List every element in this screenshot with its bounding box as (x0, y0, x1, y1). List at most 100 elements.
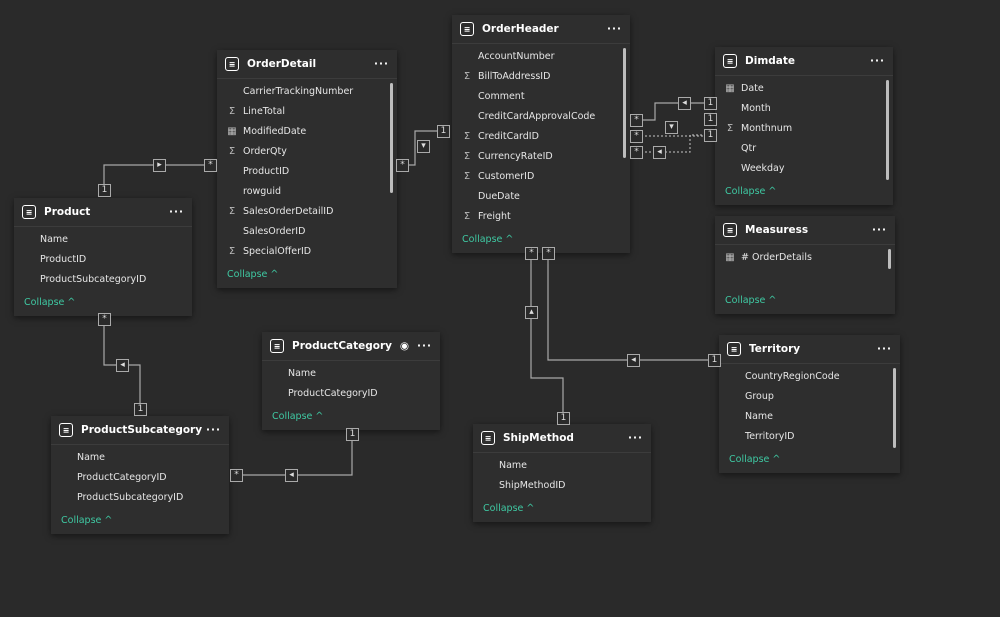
more-options-button[interactable]: ··· (206, 424, 221, 436)
field-row[interactable]: AccountNumber (452, 46, 630, 66)
field-row[interactable]: Name (262, 363, 440, 383)
table-header[interactable]: ≡Product··· (14, 198, 192, 227)
scrollbar[interactable] (623, 48, 626, 158)
field-row[interactable]: ProductID (14, 249, 192, 269)
field-row[interactable]: SalesOrderID (217, 221, 397, 241)
table-header[interactable]: ≡Territory··· (719, 335, 900, 364)
scrollbar[interactable] (893, 368, 896, 448)
field-name: CarrierTrackingNumber (243, 85, 354, 97)
field-row[interactable]: rowguid (217, 181, 397, 201)
field-row[interactable]: Name (719, 406, 900, 426)
more-options-button[interactable]: ··· (870, 55, 885, 67)
field-row[interactable]: CountryRegionCode (719, 366, 900, 386)
field-row[interactable]: Month (715, 98, 893, 118)
table-header[interactable]: ≡OrderDetail··· (217, 50, 397, 79)
more-options-button[interactable]: ··· (374, 58, 389, 70)
field-row[interactable]: ProductSubcategoryID (51, 487, 229, 507)
more-options-button[interactable]: ··· (417, 340, 432, 352)
field-row[interactable]: ProductID (217, 161, 397, 181)
field-row[interactable]: ShipMethodID (473, 475, 651, 495)
field-row[interactable]: ProductCategoryID (262, 383, 440, 403)
field-row[interactable]: ▦Date (715, 78, 893, 98)
scrollbar[interactable] (390, 83, 393, 193)
field-row[interactable]: Group (719, 386, 900, 406)
field-name: ProductSubcategoryID (40, 273, 147, 285)
field-row[interactable]: CarrierTrackingNumber (217, 81, 397, 101)
collapse-button[interactable]: Collapse ^ (729, 454, 781, 465)
sigma-icon: Σ (228, 245, 236, 257)
one-marker: 1 (704, 129, 717, 142)
table-header[interactable]: ≡OrderHeader··· (452, 15, 630, 44)
field-list[interactable]: ▦# OrderDetails (715, 245, 895, 287)
field-row[interactable]: Qtr (715, 138, 893, 158)
field-row[interactable]: Comment (452, 86, 630, 106)
eye-icon[interactable]: ◉ (399, 340, 410, 352)
more-options-button[interactable]: ··· (628, 432, 643, 444)
field-name: Group (745, 390, 774, 402)
field-row[interactable]: TerritoryID (719, 426, 900, 446)
field-row[interactable]: Name (473, 455, 651, 475)
collapse-button[interactable]: Collapse ^ (24, 297, 76, 308)
collapse-button[interactable]: Collapse ^ (483, 503, 535, 514)
collapse-button[interactable]: Collapse ^ (61, 515, 113, 526)
field-row[interactable]: DueDate (452, 186, 630, 206)
one-marker: 1 (704, 113, 717, 126)
table-header[interactable]: ≡ShipMethod··· (473, 424, 651, 453)
table-icon: ≡ (225, 57, 239, 71)
scrollbar[interactable] (888, 249, 891, 269)
table-header[interactable]: ≡ProductSubcategory··· (51, 416, 229, 445)
more-options-button[interactable]: ··· (877, 343, 892, 355)
field-row[interactable]: ▦ModifiedDate (217, 121, 397, 141)
field-row[interactable]: ProductSubcategoryID (14, 269, 192, 289)
collapse-button[interactable]: Collapse ^ (725, 186, 777, 197)
collapse-button[interactable]: Collapse ^ (725, 295, 777, 306)
field-row[interactable]: Name (14, 229, 192, 249)
field-row[interactable]: ProductCategoryID (51, 467, 229, 487)
collapse-button[interactable]: Collapse ^ (227, 269, 279, 280)
field-name: ProductSubcategoryID (77, 491, 184, 503)
more-options-button[interactable]: ··· (607, 23, 622, 35)
field-row[interactable]: Weekday (715, 158, 893, 178)
one-marker: 1 (708, 354, 721, 367)
table-header[interactable]: ≡ProductCategory◉··· (262, 332, 440, 361)
collapse-button[interactable]: Collapse ^ (272, 411, 324, 422)
more-options-button[interactable]: ··· (872, 224, 887, 236)
scrollbar[interactable] (886, 80, 889, 180)
collapse-button[interactable]: Collapse ^ (462, 234, 514, 245)
field-name: CreditCardID (478, 130, 539, 142)
table-header[interactable]: ≡Measuress··· (715, 216, 895, 245)
more-options-button[interactable]: ··· (169, 206, 184, 218)
table-icon: ≡ (481, 431, 495, 445)
field-row[interactable]: Name (51, 447, 229, 467)
field-row[interactable]: CreditCardApprovalCode (452, 106, 630, 126)
table-header[interactable]: ≡Dimdate··· (715, 47, 893, 76)
field-row[interactable]: ▦# OrderDetails (715, 247, 895, 267)
